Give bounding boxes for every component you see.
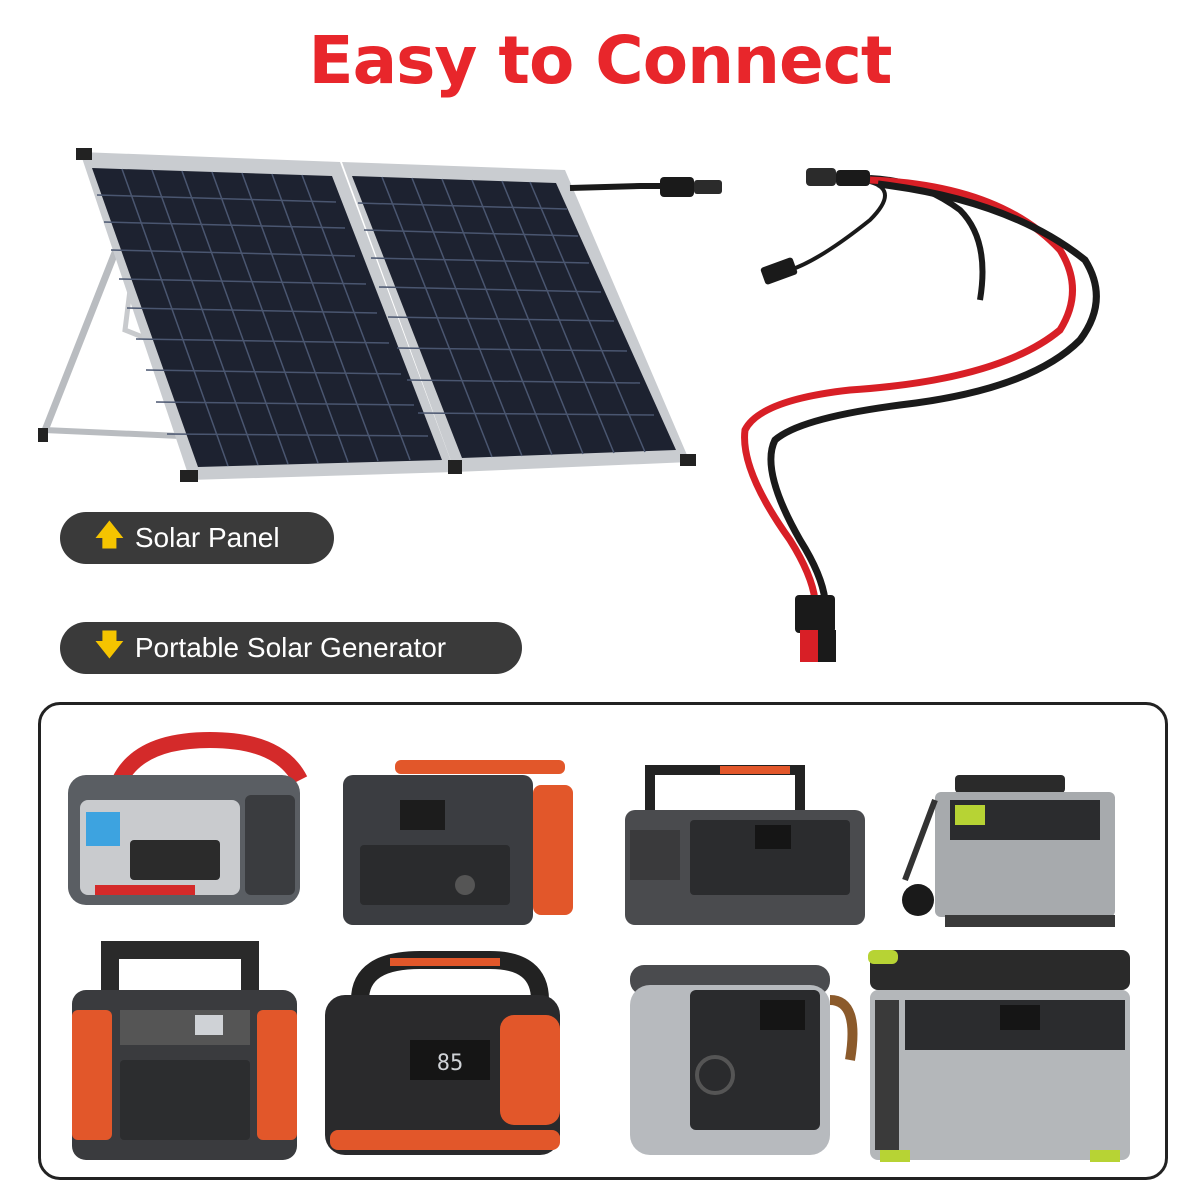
solar-panel-illustration (38, 148, 1100, 662)
solar-panel-left (76, 148, 455, 482)
generator-2 (343, 760, 573, 925)
generator-gallery (38, 702, 1168, 1180)
generator-8 (868, 950, 1130, 1162)
generator-3 (625, 765, 865, 925)
generator-7 (630, 965, 858, 1155)
generator-label: 🡇 Portable Solar Generator (60, 622, 522, 674)
generator-text: Portable Solar Generator (134, 632, 447, 663)
svg-text:85: 85 (437, 1051, 464, 1076)
page-title: Easy to Connect (308, 22, 893, 99)
panel-stand (38, 243, 181, 442)
solar-panel-label: 🡅 Solar Panel (60, 512, 334, 564)
down-arrow-icon: 🡇 (94, 627, 125, 663)
up-arrow-icon: 🡅 (94, 517, 125, 553)
solar-panel-right (342, 162, 696, 474)
generator-5 (72, 941, 297, 1160)
generator-4 (902, 775, 1115, 927)
generator-1 (68, 731, 308, 905)
panel-sae-cable (569, 177, 722, 197)
extension-cable (741, 168, 1100, 662)
solar-panel-text: Solar Panel (134, 522, 280, 553)
generator-6: 85 (325, 951, 560, 1155)
